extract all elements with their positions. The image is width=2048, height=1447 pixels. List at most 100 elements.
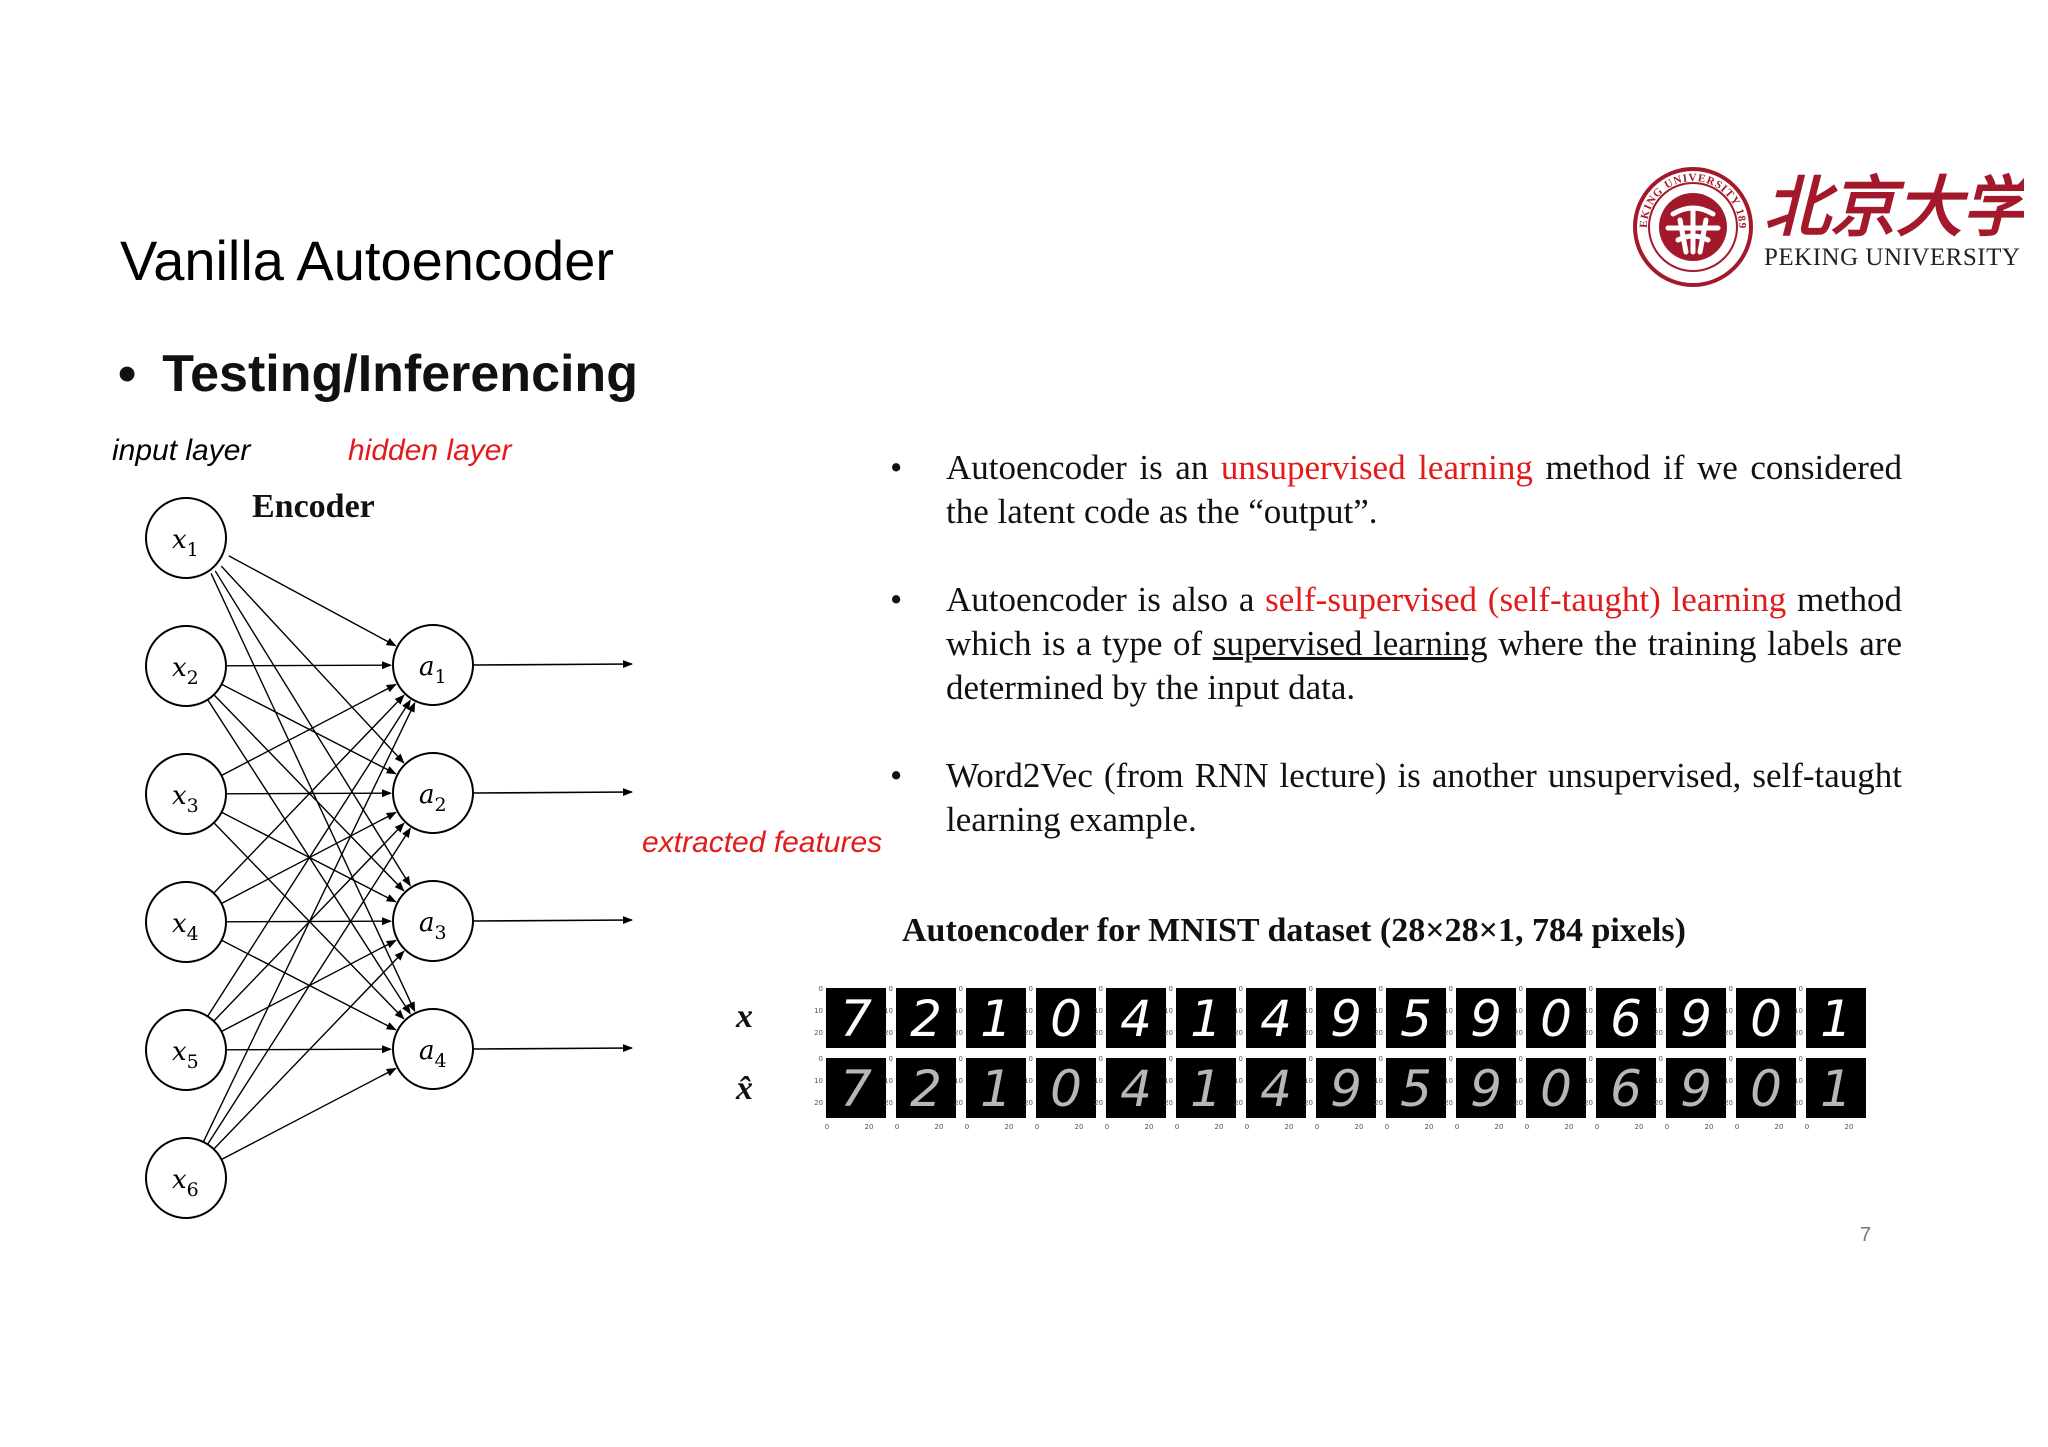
y-tick-label: 20 xyxy=(1374,1029,1383,1037)
y-tick-label: 20 xyxy=(1724,1099,1733,1107)
edge xyxy=(210,572,416,1013)
x-tick-label: 0 xyxy=(1805,1123,1809,1131)
x-tick-label: 0 xyxy=(825,1123,829,1131)
digit-glyph: 4 xyxy=(1260,990,1292,1048)
output-arrow xyxy=(472,788,633,797)
input-node-6: x6 xyxy=(145,1137,227,1219)
bullet-text-segment: supervised learning xyxy=(1212,624,1488,663)
y-tick-label: 20 xyxy=(1514,1099,1523,1107)
node-label: x2 xyxy=(172,653,199,689)
bullet-dot: • xyxy=(890,580,903,619)
y-tick-label: 0 xyxy=(819,1055,823,1063)
y-tick-label: 0 xyxy=(959,985,963,993)
digit-glyph: 7 xyxy=(840,990,872,1048)
hidden-node-3: a3 xyxy=(392,880,474,962)
bullet-text: Word2Vec (from RNN lecture) is another u… xyxy=(946,756,1902,839)
input-layer-label: input layer xyxy=(112,434,251,467)
digit-glyph: 1 xyxy=(980,1060,1012,1118)
edge xyxy=(220,939,397,1031)
y-tick-label: 20 xyxy=(1794,1029,1803,1037)
bullet-list: • Autoencoder is an unsupervised learnin… xyxy=(890,446,1902,886)
row-label-x-hat: x̂ xyxy=(736,1070,753,1107)
x-tick-label: 0 xyxy=(1385,1123,1389,1131)
digit-glyph: 9 xyxy=(1470,1060,1502,1118)
edge xyxy=(220,565,405,764)
input-node-1: x1 xyxy=(145,497,227,579)
x-tick-label: 0 xyxy=(1175,1123,1179,1131)
input-node-4: x4 xyxy=(145,881,227,963)
y-tick-label: 10 xyxy=(1374,1007,1383,1015)
y-tick-label: 20 xyxy=(954,1029,963,1037)
y-tick-label: 20 xyxy=(1654,1099,1663,1107)
digit-glyph: 1 xyxy=(1190,990,1222,1048)
y-tick-label: 20 xyxy=(1514,1029,1523,1037)
y-tick-label: 0 xyxy=(1729,985,1733,993)
y-tick-label: 10 xyxy=(884,1077,893,1085)
x-tick-label: 20 xyxy=(1145,1123,1154,1131)
bullet-dot: • xyxy=(890,448,903,487)
x-tick-label: 20 xyxy=(1425,1123,1434,1131)
output-arrow xyxy=(472,660,633,669)
y-tick-label: 0 xyxy=(1239,1055,1243,1063)
x-tick-label: 20 xyxy=(1495,1123,1504,1131)
y-tick-label: 0 xyxy=(1519,985,1523,993)
edge xyxy=(206,699,411,1018)
chinese-name-text: 北京大学 xyxy=(1764,168,2024,244)
y-tick-label: 0 xyxy=(1659,985,1663,993)
x-tick-label: 20 xyxy=(1775,1123,1784,1131)
y-tick-label: 0 xyxy=(889,1055,893,1063)
bullet-text-segment: Autoencoder is also a xyxy=(946,580,1266,619)
y-tick-label: 10 xyxy=(884,1007,893,1015)
y-tick-label: 20 xyxy=(1234,1099,1243,1107)
x-tick-label: 0 xyxy=(895,1123,899,1131)
y-tick-label: 10 xyxy=(1024,1007,1033,1015)
y-tick-label: 10 xyxy=(1164,1077,1173,1085)
y-tick-label: 0 xyxy=(889,985,893,993)
output-arrows xyxy=(472,660,633,1053)
connection-edges xyxy=(202,555,416,1161)
y-tick-label: 0 xyxy=(1099,985,1103,993)
y-tick-label: 0 xyxy=(1799,985,1803,993)
x-tick-label: 20 xyxy=(1355,1123,1364,1131)
digit-glyph: 6 xyxy=(1610,1060,1642,1118)
input-node-5: x5 xyxy=(145,1009,227,1091)
x-tick-label: 20 xyxy=(1635,1123,1644,1131)
y-tick-label: 0 xyxy=(1799,1055,1803,1063)
y-tick-label: 0 xyxy=(1309,1055,1313,1063)
edge xyxy=(202,701,416,1143)
y-tick-label: 10 xyxy=(814,1007,823,1015)
y-tick-label: 0 xyxy=(1379,985,1383,993)
section-heading-text: Testing/Inferencing xyxy=(162,345,638,403)
y-tick-label: 20 xyxy=(814,1099,823,1107)
x-tick-label: 20 xyxy=(1075,1123,1084,1131)
y-tick-label: 0 xyxy=(1589,1055,1593,1063)
digit-glyph: 5 xyxy=(1400,1060,1432,1118)
digit-glyph: 4 xyxy=(1120,1060,1152,1118)
y-tick-label: 10 xyxy=(1444,1007,1453,1015)
hidden-node-4: a4 xyxy=(392,1008,474,1090)
hidden-node-2: a2 xyxy=(392,752,474,834)
edge xyxy=(225,789,393,798)
bullet-item: • Autoencoder is an unsupervised learnin… xyxy=(890,446,1902,534)
digit-glyph: 9 xyxy=(1330,1060,1362,1118)
input-node-2: x2 xyxy=(145,625,227,707)
bullet-text-segment: Autoencoder is an xyxy=(946,448,1221,487)
y-tick-label: 10 xyxy=(1794,1077,1803,1085)
x-tick-label: 0 xyxy=(1455,1123,1459,1131)
digit-glyph: 2 xyxy=(910,990,942,1048)
digit-glyph: 0 xyxy=(1050,990,1082,1048)
node-label: x1 xyxy=(172,525,199,561)
